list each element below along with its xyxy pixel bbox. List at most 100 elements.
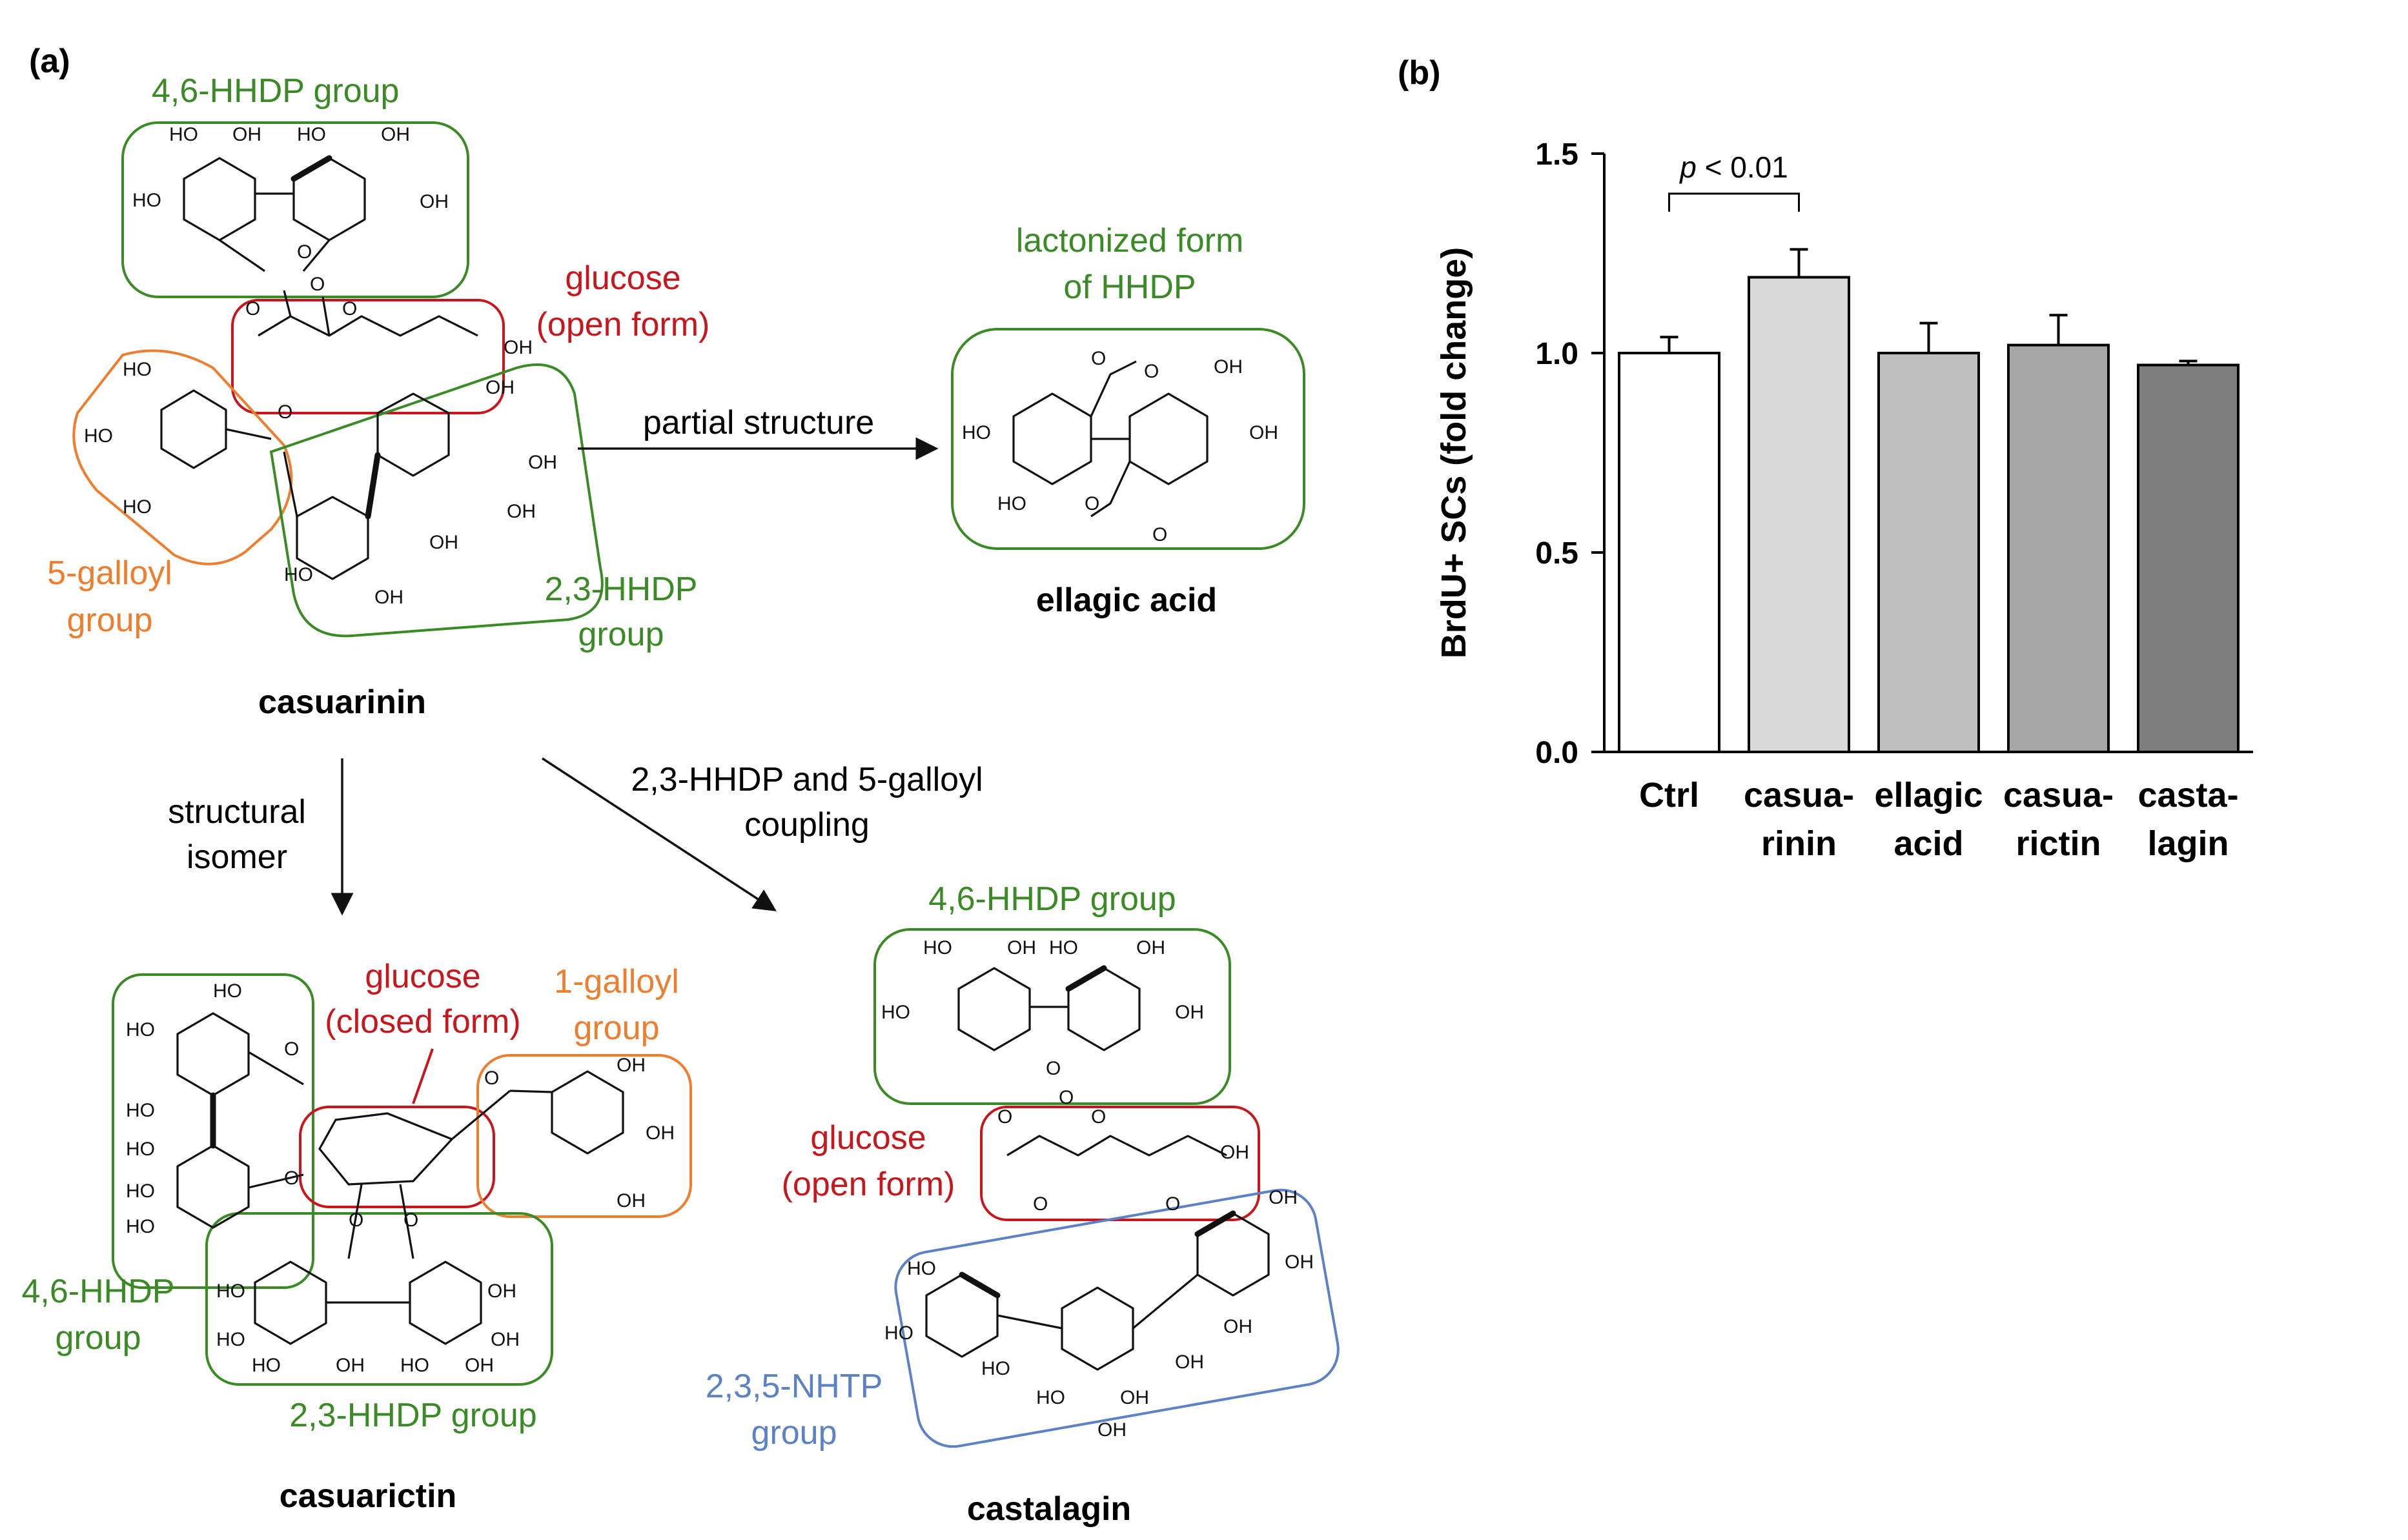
castalagin-bonds <box>925 965 1270 1371</box>
svg-text:O: O <box>349 1210 363 1231</box>
svg-text:O: O <box>284 1168 299 1189</box>
casuarinin-structure: 4,6-HHDP group glucose (open form) 5-gal… <box>47 72 709 721</box>
castalagin-name: castalagin <box>967 1490 1131 1528</box>
casuarictin-glucose-label-2: (closed form) <box>325 1003 520 1040</box>
arrow-coupling-label: 2,3-HHDP and 5-galloyl <box>631 761 983 798</box>
ellagic-box <box>951 328 1305 550</box>
casuarinin-galloyl-label: 5-galloyl <box>47 554 172 592</box>
svg-text:HO: HO <box>84 425 113 447</box>
bar <box>1877 352 1980 753</box>
svg-text:HO: HO <box>997 493 1026 514</box>
x-tick-label: lagin <box>2147 824 2229 863</box>
arrow-coupling-label-2: coupling <box>744 806 870 844</box>
svg-text:O: O <box>1085 493 1099 514</box>
svg-text:O: O <box>342 298 357 319</box>
svg-text:OH: OH <box>1285 1251 1314 1273</box>
svg-text:O: O <box>278 401 292 423</box>
casuarictin-hhdp46-label: 4,6-HHDP <box>22 1273 175 1310</box>
svg-text:OH: OH <box>1214 356 1243 378</box>
x-tick-label: acid <box>1893 824 1963 863</box>
svg-text:OH: OH <box>1007 937 1036 958</box>
castalagin-hhdp46-label: 4,6-HHDP group <box>928 880 1176 918</box>
casuarinin-hhdp23-label-2: group <box>578 616 664 653</box>
svg-text:HO: HO <box>216 1281 245 1302</box>
svg-text:OH: OH <box>1136 937 1165 958</box>
bar <box>1618 352 1720 753</box>
svg-text:O: O <box>403 1210 418 1231</box>
svg-text:OH: OH <box>1249 422 1278 443</box>
x-tick-label: casua- <box>1744 776 1854 815</box>
p-symbol: p <box>1678 150 1697 184</box>
ellagic-acid-structure: lactonized form of HHDP O O OH HO OH HO … <box>951 222 1305 619</box>
svg-text:OH: OH <box>504 337 533 358</box>
svg-text:HO: HO <box>1036 1387 1065 1408</box>
x-tick-label: casta- <box>2138 776 2238 815</box>
castalagin-glucose-label: glucose <box>810 1119 926 1157</box>
svg-text:O: O <box>310 274 325 295</box>
castalagin-glucose-box <box>980 1106 1260 1221</box>
ellagic-atoms: O O OH HO OH HO O O <box>962 348 1278 545</box>
casuarinin-glucose-box <box>231 299 505 414</box>
svg-text:O: O <box>1091 1106 1106 1128</box>
svg-text:OH: OH <box>232 124 261 145</box>
svg-text:OH: OH <box>420 191 449 212</box>
casuarictin-glucose-label: glucose <box>365 958 480 995</box>
ellagic-note-label-2: of HHDP <box>1063 268 1196 306</box>
svg-text:OH: OH <box>491 1329 520 1350</box>
svg-text:OH: OH <box>1269 1187 1298 1208</box>
svg-text:HO: HO <box>126 1180 155 1202</box>
casuarictin-hhdp23-box <box>205 1212 553 1386</box>
svg-text:OH: OH <box>528 452 557 473</box>
casuarinin-glucose-label-2: (open form) <box>536 306 710 343</box>
x-tick-label: Ctrl <box>1639 776 1699 815</box>
svg-text:O: O <box>284 1038 299 1060</box>
svg-text:O: O <box>1144 361 1159 382</box>
svg-text:HO: HO <box>981 1358 1010 1379</box>
casuarictin-bonds <box>176 1012 624 1345</box>
arrow-partial-label: partial structure <box>643 404 874 441</box>
svg-text:OH: OH <box>336 1355 365 1376</box>
castalagin-nhtp-label-2: group <box>751 1414 837 1452</box>
y-tick-label: 1.0 <box>1535 337 1578 371</box>
svg-text:OH: OH <box>617 1055 646 1076</box>
svg-text:OH: OH <box>374 587 403 608</box>
castalagin-structure: 4,6-HHDP group glucose (open form) 2,3,5… <box>706 880 1340 1528</box>
svg-text:O: O <box>1046 1058 1061 1079</box>
svg-text:OH: OH <box>465 1355 494 1376</box>
bar <box>2007 343 2110 753</box>
arrow-isomer-label-2: isomer <box>187 838 287 876</box>
casuarinin-hhdp46-label: 4,6-HHDP group <box>152 72 399 110</box>
svg-text:OH: OH <box>646 1122 675 1144</box>
svg-text:O: O <box>1091 348 1106 369</box>
castalagin-nhtp-box <box>894 1188 1340 1448</box>
castalagin-glucose-label-2: (open form) <box>782 1166 955 1203</box>
casuarictin-galloyl-box <box>476 1054 692 1218</box>
casuarinin-atoms: HO OH HO OH HO OH O O O O OH HO HO HO O … <box>84 124 557 608</box>
svg-text:HO: HO <box>400 1355 429 1376</box>
casuarinin-galloyl-label-2: group <box>67 602 153 639</box>
casuarictin-structure: glucose (closed form) 1-galloyl group 4,… <box>22 958 692 1515</box>
svg-text:OH: OH <box>507 501 536 522</box>
panel-a: (a) 4,6-HHDP group glucose (open form) 5… <box>22 43 1340 1528</box>
x-tick-label: rictin <box>2015 824 2101 863</box>
x-tick-label: rinin <box>1761 824 1837 863</box>
svg-text:HO: HO <box>216 1329 245 1350</box>
casuarictin-atoms: HO HO HO HO HO HO O O O OH OH OH O O HO … <box>126 980 675 1376</box>
svg-text:O: O <box>1059 1087 1074 1108</box>
svg-text:HO: HO <box>884 1322 913 1344</box>
castalagin-hhdp46-box <box>873 928 1231 1105</box>
svg-text:HO: HO <box>213 980 242 1002</box>
y-tick-label: 0.5 <box>1535 536 1578 571</box>
y-tick-label: 1.5 <box>1535 137 1578 172</box>
svg-text:OH: OH <box>381 124 410 145</box>
casuarinin-hhdp23-label: 2,3-HHDP <box>545 571 698 608</box>
svg-text:OH: OH <box>429 532 458 553</box>
ellagic-bonds <box>1012 360 1209 518</box>
bar <box>1748 276 1850 753</box>
svg-text:OH: OH <box>1120 1387 1149 1408</box>
casuarictin-hhdp46-label-2: group <box>56 1319 141 1357</box>
svg-text:HO: HO <box>169 124 198 145</box>
